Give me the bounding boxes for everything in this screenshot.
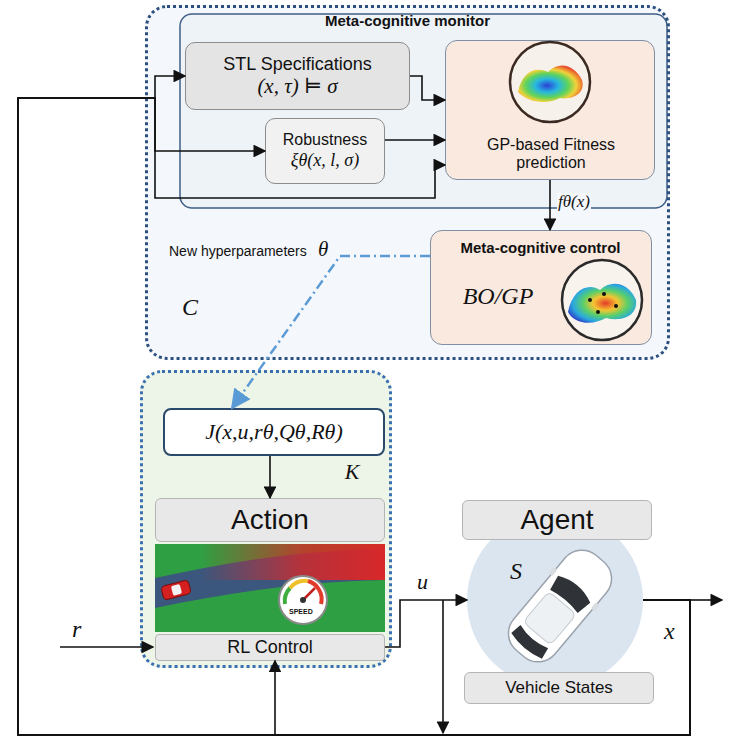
state-signal: x <box>664 618 675 644</box>
box-label: Meta-cognitive control <box>431 239 650 256</box>
box-label: Robustness <box>283 131 368 149</box>
bo-surface-image <box>562 260 642 340</box>
math-label: (x, τ) ⊨ σ <box>257 74 337 98</box>
box-label: GP-based Fitness prediction <box>471 136 631 173</box>
vehicle-states-box: Vehicle States <box>464 672 654 704</box>
box-label: Agent <box>520 504 593 536</box>
gp-surface-image <box>510 42 590 122</box>
action-box: Action <box>155 498 385 542</box>
rl-control-box: RL Control <box>155 634 385 661</box>
math-label: K <box>339 459 365 484</box>
gauge-label: SPEED <box>289 608 313 616</box>
box-label: RL Control <box>227 637 312 658</box>
math-label: BO/GP <box>443 283 553 311</box>
parameter-symbol: θ <box>318 238 328 261</box>
robustness-box: Robustnessξθ(x, l, σ) <box>265 118 385 184</box>
box-label: Action <box>231 504 309 536</box>
agent-box: Agent <box>462 500 652 540</box>
road-illustration <box>155 544 385 632</box>
signal-arrow <box>385 139 445 141</box>
signal-arrow <box>549 180 551 230</box>
box-label: STL Specifications <box>223 54 371 75</box>
cost-box: J(x,u,rθ,Qθ,Rθ) <box>163 408 385 456</box>
math-label: C <box>178 294 202 322</box>
reference-signal: r <box>72 616 81 642</box>
signal-arrow <box>385 600 467 647</box>
edge-label: fθ(x) <box>557 193 591 212</box>
edge-label: New hyperparameters <box>168 244 308 259</box>
edge-label: u <box>416 570 429 594</box>
math-label: J(x,u,rθ,Qθ,Rθ) <box>205 419 343 444</box>
box-label: Meta-cognitive monitor <box>148 12 667 29</box>
math-label: S <box>503 558 529 586</box>
signal-arrow <box>269 456 271 498</box>
math-label: ξθ(x, l, σ) <box>291 150 359 171</box>
spec-box: STL Specifications(x, τ) ⊨ σ <box>185 42 410 110</box>
box-label: Vehicle States <box>505 678 613 698</box>
